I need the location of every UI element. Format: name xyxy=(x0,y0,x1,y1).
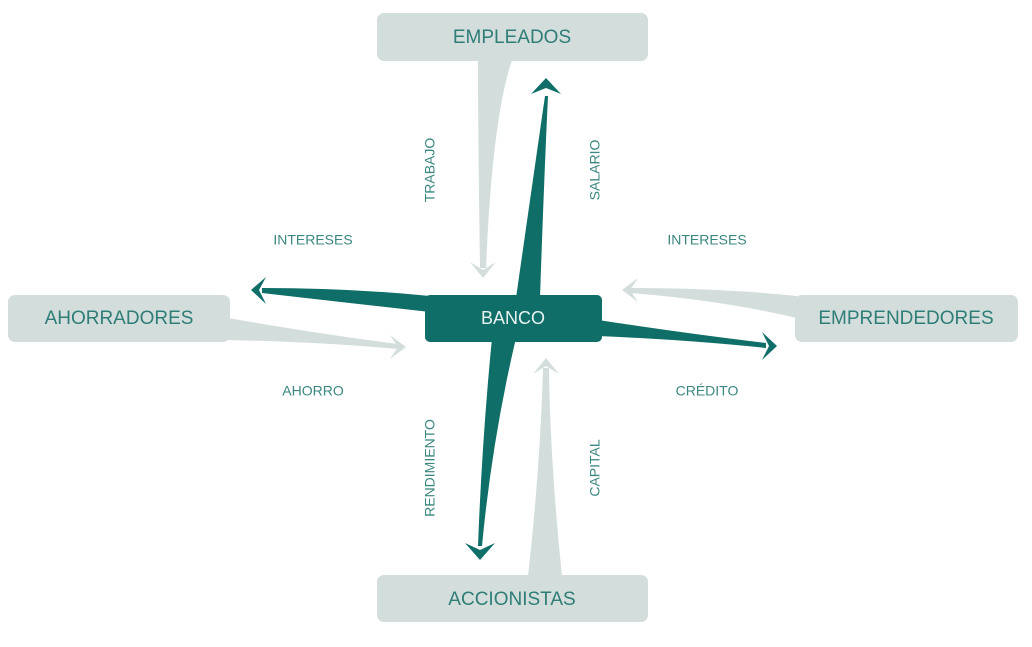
label-trabajo: TRABAJO xyxy=(422,138,438,203)
arrow-intereses-right xyxy=(622,278,797,318)
label-rendimiento: RENDIMIENTO xyxy=(422,419,438,517)
node-empleados: EMPLEADOS xyxy=(377,13,648,61)
node-ahorradores: AHORRADORES xyxy=(8,295,230,342)
node-banco-label: BANCO xyxy=(481,308,545,328)
label-intereses-right: INTERESES xyxy=(667,232,746,248)
label-ahorro: AHORRO xyxy=(282,383,344,399)
node-emprendedores-label: EMPRENDEDORES xyxy=(818,308,993,329)
label-salario: SALARIO xyxy=(587,140,603,201)
node-emprendedores: EMPRENDEDORES xyxy=(795,295,1018,342)
arrow-ahorro xyxy=(228,318,406,359)
arrow-rendimiento xyxy=(465,338,516,560)
arrow-credito xyxy=(598,320,777,360)
node-accionistas: ACCIONISTAS xyxy=(377,575,648,622)
label-capital: CAPITAL xyxy=(587,439,603,497)
arrow-salario xyxy=(516,78,561,298)
arrow-capital xyxy=(528,358,562,576)
node-ahorradores-label: AHORRADORES xyxy=(45,308,194,329)
node-banco: BANCO xyxy=(425,295,602,342)
label-intereses-left: INTERESES xyxy=(273,232,352,248)
label-credito: CRÉDITO xyxy=(676,383,739,399)
arrow-trabajo xyxy=(470,60,512,278)
node-accionistas-label: ACCIONISTAS xyxy=(448,589,575,610)
arrow-intereses-left xyxy=(251,277,430,312)
node-empleados-label: EMPLEADOS xyxy=(453,27,571,48)
